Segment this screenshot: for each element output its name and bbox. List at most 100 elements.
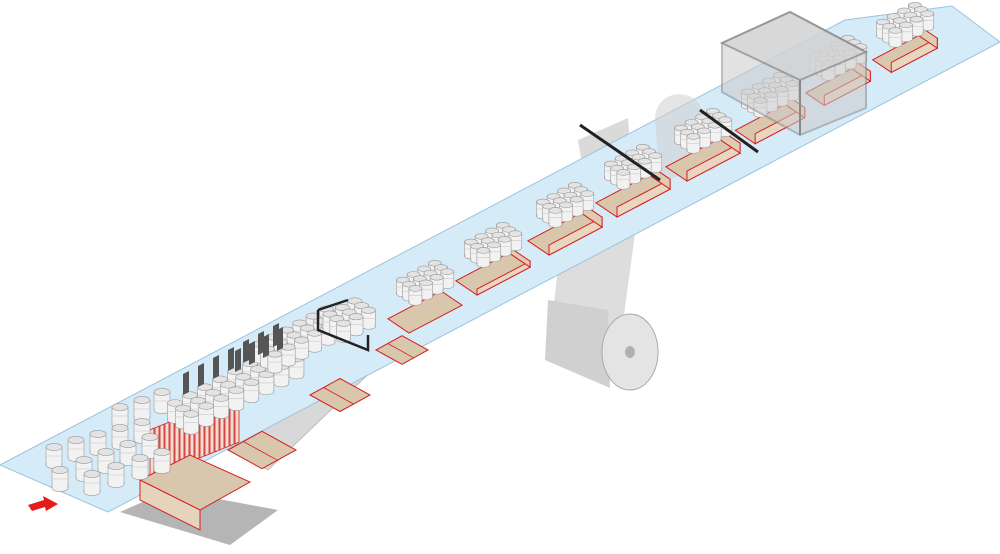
can-top [497, 236, 512, 243]
can-top [190, 396, 206, 405]
can [267, 350, 283, 374]
can-top [111, 403, 129, 411]
tray-blank-flat [226, 430, 298, 470]
tray-blank-fold-line [243, 441, 278, 461]
divider-layer [183, 323, 283, 395]
tray-blank-fold-line [323, 387, 354, 405]
can [361, 306, 376, 330]
tray [871, 24, 939, 74]
tray-blank-flat [308, 377, 372, 413]
can-top [119, 440, 137, 448]
tray [454, 245, 532, 296]
tray-blank-stack-side [139, 479, 201, 531]
can-top [580, 190, 595, 197]
can [294, 336, 309, 360]
can-top [419, 279, 433, 287]
can [559, 201, 573, 223]
can-top [133, 418, 151, 426]
can-top [429, 274, 444, 281]
can-top [888, 27, 903, 34]
can-top [361, 306, 376, 314]
can-top [141, 433, 159, 441]
can-top [286, 331, 302, 339]
can-top [198, 402, 214, 410]
can-top [243, 378, 260, 386]
can-top [487, 241, 501, 249]
can [648, 152, 663, 173]
can-top [307, 329, 323, 337]
lane-divider [213, 355, 219, 379]
can [348, 313, 364, 337]
can [131, 454, 149, 480]
can-top [280, 343, 296, 351]
can [497, 236, 512, 257]
tray-blank-stack [169, 419, 175, 471]
red-arrow-icon [28, 496, 58, 511]
can [198, 402, 214, 427]
can-top [637, 158, 652, 165]
lane-divider [243, 339, 249, 363]
can-top [508, 230, 523, 237]
film-roll [545, 300, 659, 391]
can [51, 466, 69, 492]
can-top [909, 16, 924, 23]
can-top [51, 466, 69, 474]
can [408, 285, 423, 306]
can-top [235, 373, 252, 381]
can [697, 127, 711, 149]
can [228, 386, 245, 411]
can [616, 169, 631, 190]
can-top [153, 448, 171, 456]
can [67, 436, 85, 462]
can-top [648, 152, 663, 159]
can-top [697, 127, 711, 135]
lane-divider [183, 371, 189, 395]
can-top [75, 456, 93, 464]
can-top [45, 443, 63, 451]
can-top [348, 313, 364, 321]
can [45, 443, 63, 469]
can-top [133, 396, 151, 404]
can [476, 247, 491, 268]
lane-divider [249, 341, 255, 365]
can-top [559, 201, 573, 209]
can-top [686, 133, 701, 140]
tray [386, 290, 464, 334]
can-top [97, 448, 115, 456]
can-top [197, 383, 213, 391]
can [686, 133, 701, 154]
can-top [175, 404, 191, 413]
can-top [153, 388, 171, 396]
can-top [107, 462, 125, 470]
can-top [299, 324, 315, 332]
can-top [220, 381, 236, 389]
film-cut-bar-2 [699, 108, 759, 154]
can [280, 343, 296, 367]
can-top [213, 394, 230, 402]
can-top [718, 116, 733, 123]
can [83, 470, 101, 496]
can [440, 268, 455, 289]
can [909, 16, 924, 37]
can [258, 370, 275, 396]
can-top [920, 10, 935, 17]
can-top [305, 312, 321, 320]
can-top [182, 391, 198, 399]
can-top [111, 424, 129, 432]
lane-divider [228, 347, 234, 371]
can [580, 190, 595, 211]
can [508, 230, 523, 251]
can-top [212, 375, 228, 383]
tray [664, 127, 742, 182]
can-top [899, 21, 913, 29]
can-top [294, 336, 309, 344]
can-top [183, 410, 199, 418]
can [548, 207, 563, 228]
can [133, 396, 151, 422]
can-top [267, 350, 283, 358]
can-top [83, 470, 101, 478]
film-cut-bar [579, 123, 661, 182]
can-top [258, 370, 275, 379]
